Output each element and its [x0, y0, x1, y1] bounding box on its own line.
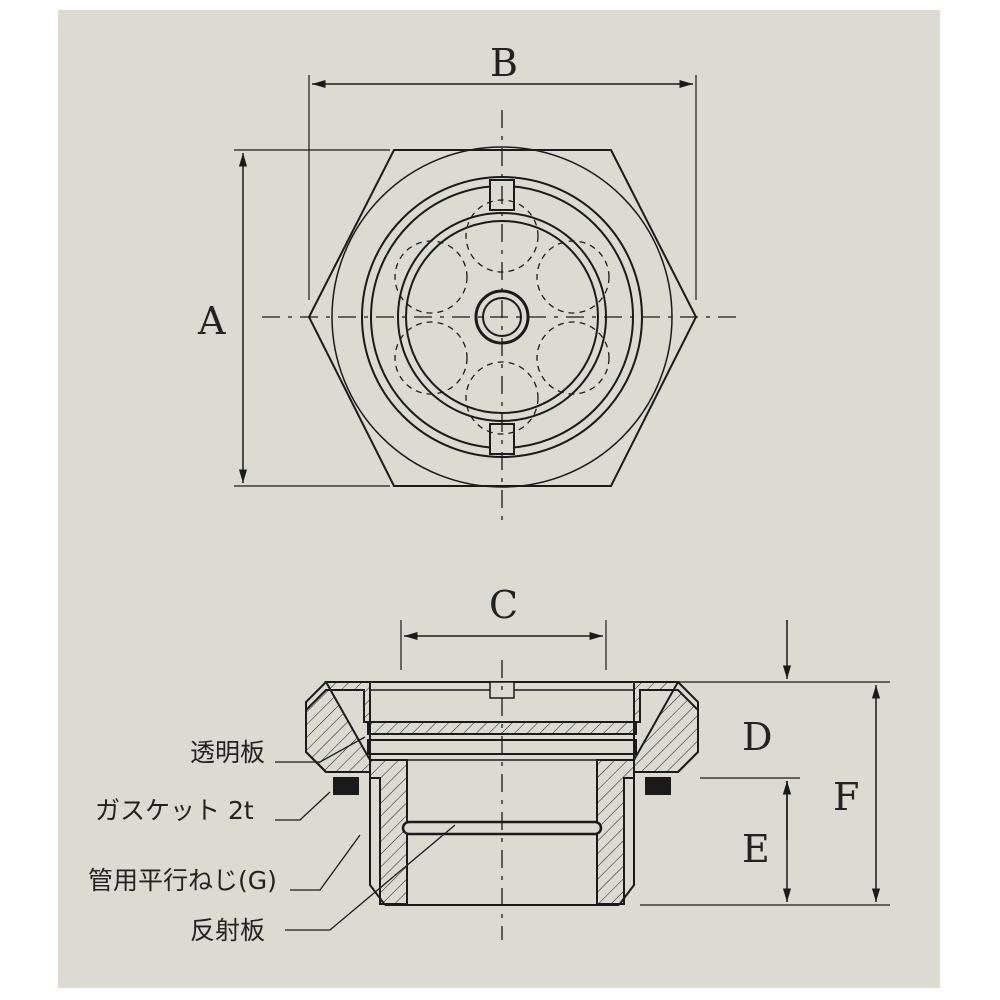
center-ring-inner [482, 297, 522, 337]
dim-label-a: A [198, 299, 226, 343]
dim-label-d: D [742, 715, 773, 759]
section-view [275, 620, 890, 940]
leaders [275, 736, 456, 931]
dim-label-b: B [490, 41, 518, 85]
callout-reflector: 反射板 [190, 916, 266, 945]
gasket-right [645, 777, 671, 795]
callout-transparent-plate: 透明板 [190, 738, 266, 767]
body-right-outline [618, 681, 699, 906]
body-left-outline [305, 681, 386, 906]
callout-pipe-thread: 管用平行ねじ(G) [88, 866, 277, 895]
dim-label-e: E [742, 827, 770, 871]
callout-gasket: ガスケット 2t [95, 796, 254, 825]
top-view [234, 75, 742, 525]
dim-label-f: F [833, 775, 860, 819]
dim-label-c: C [489, 583, 519, 627]
gasket-left [333, 777, 359, 795]
